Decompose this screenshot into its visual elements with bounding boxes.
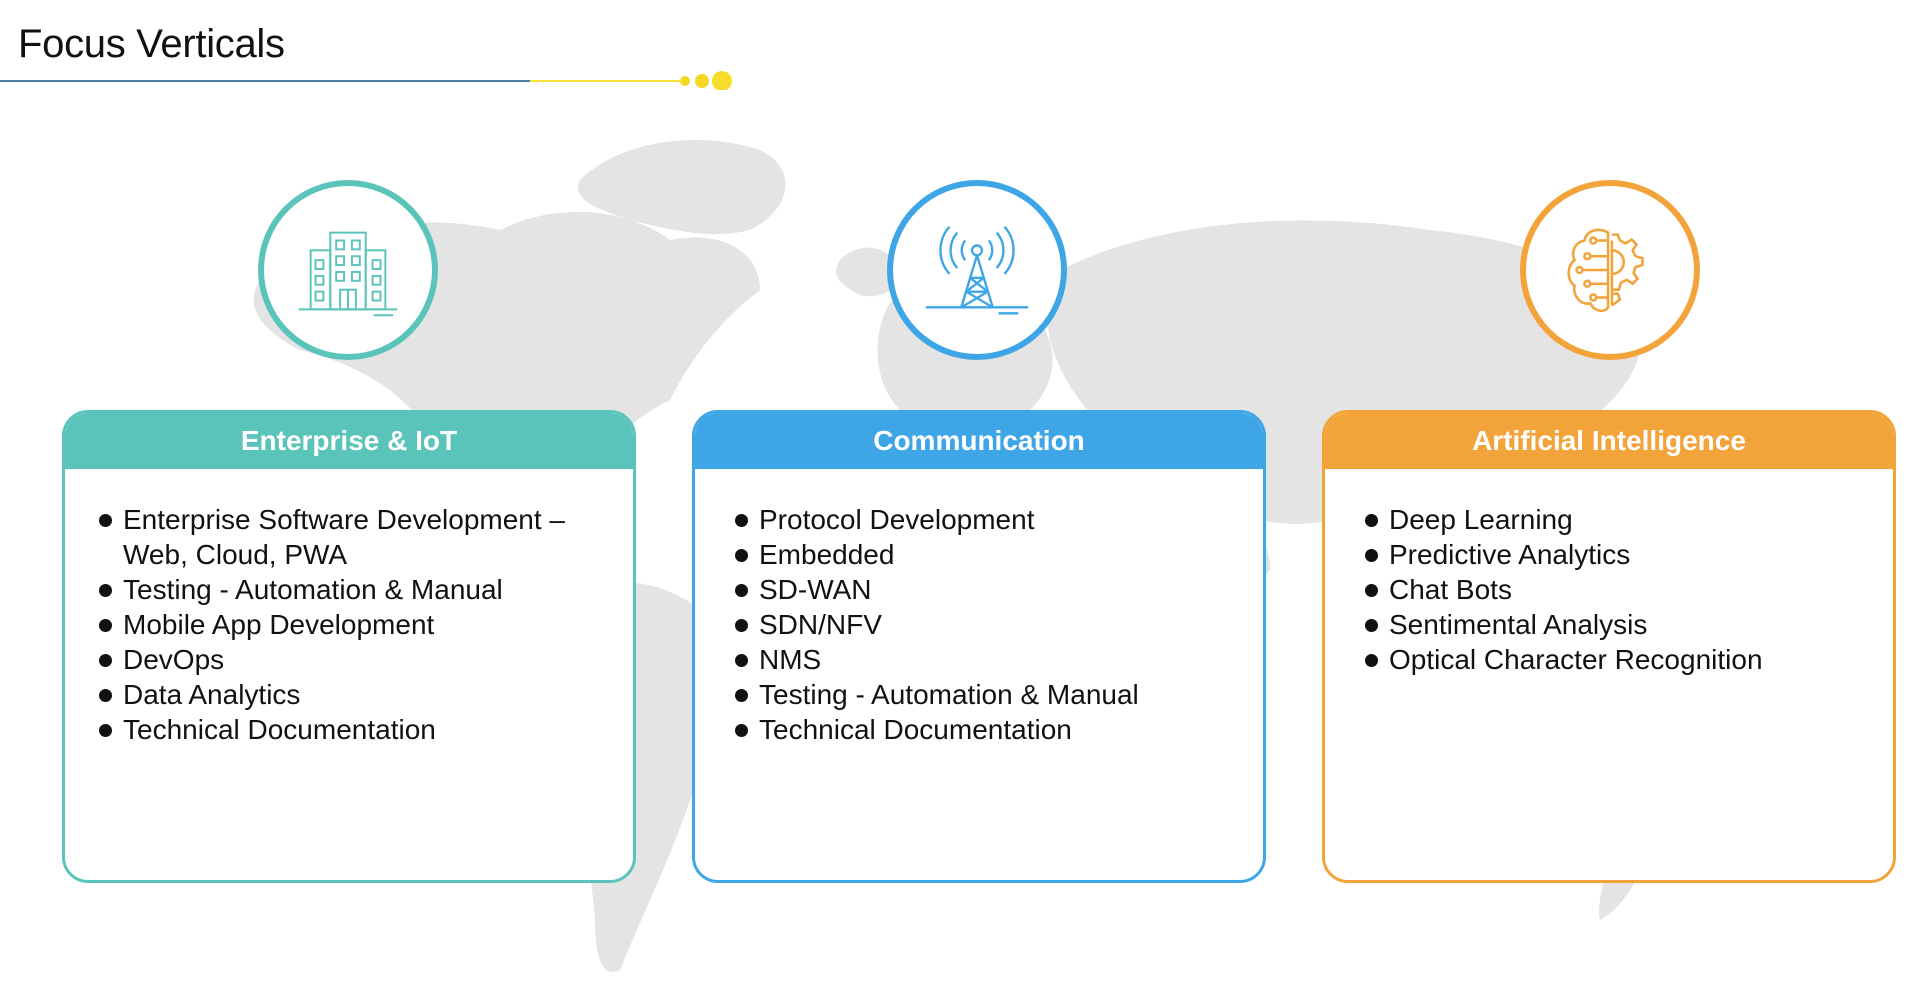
card-item-list: Deep Learning Predictive Analytics Chat … bbox=[1325, 469, 1893, 677]
brain-gear-icon bbox=[1567, 228, 1644, 313]
list-item: Mobile App Development bbox=[99, 607, 569, 642]
list-item: SD-WAN bbox=[735, 572, 1263, 607]
card-header: Enterprise & IoT bbox=[65, 413, 633, 469]
card-header: Artificial Intelligence bbox=[1325, 413, 1893, 469]
communication-icon-badge bbox=[887, 180, 1067, 360]
radio-tower-icon bbox=[925, 225, 1029, 315]
list-item: Testing - Automation & Manual bbox=[99, 572, 569, 607]
card-communication: Communication Protocol Development Embed… bbox=[692, 410, 1266, 883]
card-artificial-intelligence: Artificial Intelligence Deep Learning Pr… bbox=[1322, 410, 1896, 883]
list-item: Technical Documentation bbox=[99, 712, 569, 747]
list-item: Protocol Development bbox=[735, 502, 1263, 537]
list-item: Testing - Automation & Manual bbox=[735, 677, 1263, 712]
list-item: SDN/NFV bbox=[735, 607, 1263, 642]
list-item: Deep Learning bbox=[1365, 502, 1893, 537]
card-item-list: Protocol Development Embedded SD-WAN SDN… bbox=[695, 469, 1263, 747]
office-building-icon bbox=[298, 231, 398, 317]
card-header: Communication bbox=[695, 413, 1263, 469]
list-item: Optical Character Recognition bbox=[1365, 642, 1893, 677]
list-item: Predictive Analytics bbox=[1365, 537, 1893, 572]
card-enterprise-iot: Enterprise & IoT Enterprise Software Dev… bbox=[62, 410, 636, 883]
list-item: DevOps bbox=[99, 642, 569, 677]
card-item-list: Enterprise Software Development – Web, C… bbox=[65, 469, 569, 747]
page-title: Focus Verticals bbox=[18, 22, 285, 66]
list-item: Enterprise Software Development – Web, C… bbox=[99, 502, 569, 572]
list-item: Data Analytics bbox=[99, 677, 569, 712]
enterprise-iot-icon-badge bbox=[258, 180, 438, 360]
artificial-intelligence-icon-badge bbox=[1520, 180, 1700, 360]
title-underline-decoration bbox=[0, 71, 732, 90]
list-item: Technical Documentation bbox=[735, 712, 1263, 747]
list-item: NMS bbox=[735, 642, 1263, 677]
list-item: Chat Bots bbox=[1365, 572, 1893, 607]
list-item: Sentimental Analysis bbox=[1365, 607, 1893, 642]
list-item: Embedded bbox=[735, 537, 1263, 572]
